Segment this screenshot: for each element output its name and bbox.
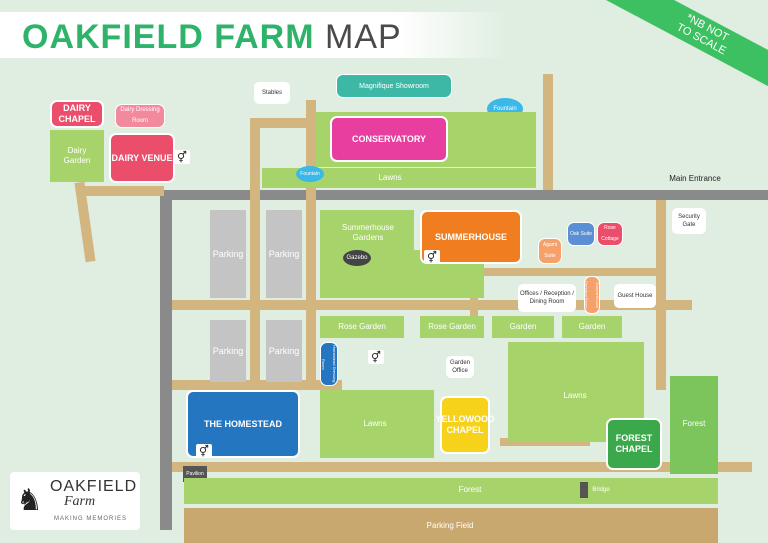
dairy-dressing-room[interactable]: Dairy Dressing Room	[115, 104, 165, 128]
forest-chapel[interactable]: FOREST CHAPEL	[606, 418, 662, 470]
garden-2	[562, 316, 622, 338]
restroom-icon: ⚥	[174, 150, 190, 164]
stables[interactable]: Stables	[254, 82, 290, 104]
lawns-right-label: Lawns	[563, 391, 587, 400]
rose-cottage[interactable]: Rose Cottage	[597, 222, 623, 246]
parking-field	[184, 508, 718, 543]
agami-suite[interactable]: Agami Suite	[538, 238, 562, 264]
bridge-label: Bridge	[592, 487, 610, 493]
rose-garden-2-label: Rose Garden	[428, 322, 476, 331]
forest-bottom-label: Forest	[458, 485, 482, 494]
yellowwood-chapel[interactable]: YELLOWOOD CHAPEL	[436, 396, 495, 454]
magnifique-showroom[interactable]: Magnifique Showroom	[336, 74, 452, 98]
guest-house[interactable]: Guest House	[614, 284, 656, 308]
parking-lot-4: Parking	[266, 320, 302, 382]
rose-garden-1-label: Rose Garden	[338, 322, 386, 331]
logo: ♞ OAKFIELD Farm MAKING MEMORIES	[10, 472, 140, 530]
parking-lot-3: Parking	[210, 320, 246, 382]
garden-office[interactable]: Garden Office	[446, 356, 474, 378]
forest-right-label: Forest	[682, 419, 706, 428]
garden-1-label: Garden	[509, 322, 537, 331]
lawns-top-area	[262, 168, 536, 188]
oak-suite[interactable]: Oak Suite	[567, 222, 595, 246]
the-homestead[interactable]: THE HOMESTEAD	[186, 390, 300, 458]
road-v2	[306, 100, 316, 390]
dairy-garden-area	[50, 130, 104, 182]
lawns-mid-label: Lawns	[363, 419, 387, 428]
logo-script: Farm	[64, 494, 96, 509]
lawns-top-label: Lawns	[378, 173, 402, 182]
rose-garden-2	[420, 316, 484, 338]
fountain-icon: Fountain	[296, 166, 324, 182]
homestead-dressing-room[interactable]: Homestead Dressing Room	[320, 342, 338, 386]
parking-lot-1: Parking	[210, 210, 246, 298]
logo-name: OAKFIELD	[50, 478, 138, 495]
bridge-marker	[580, 482, 588, 498]
restroom-icon: ⚥	[424, 250, 440, 264]
lawns-mid-area	[320, 390, 434, 458]
conservatory[interactable]: CONSERVATORY	[330, 116, 448, 162]
road-yellowwood	[500, 438, 590, 446]
road-dairy-h	[80, 186, 164, 196]
gazebo[interactable]: Gazebo	[343, 250, 371, 266]
logo-tagline: MAKING MEMORIES	[54, 516, 128, 522]
restroom-icon: ⚥	[368, 350, 384, 364]
offices-reception[interactable]: Offices / Reception / Dining Room	[518, 284, 576, 312]
main-road	[160, 190, 768, 200]
summerhouse-dressing-room[interactable]: Summerhouse Dressing Room	[584, 276, 600, 314]
garden-1	[492, 316, 554, 338]
dairy-venue[interactable]: DAIRY VENUE	[109, 133, 175, 183]
restroom-icon: ⚥	[196, 444, 212, 458]
road-bottom-h	[172, 462, 752, 472]
parking-field-label: Parking Field	[426, 521, 474, 530]
rose-garden-1	[320, 316, 404, 338]
page-title: OAKFIELD FARM MAP	[22, 18, 402, 56]
road-mid-h2	[172, 380, 342, 390]
main-entrance-label: Main Entrance	[669, 174, 721, 183]
main-road-vertical	[160, 190, 172, 530]
road-left-v	[250, 118, 260, 383]
road-right-v	[543, 74, 553, 190]
road-mid-h1	[172, 300, 692, 310]
dairy-garden-label: Dairy Garden	[63, 146, 91, 165]
forest-bottom-area	[184, 478, 718, 504]
rooster-icon: ♞	[16, 484, 43, 517]
security-gate[interactable]: Security Gate	[672, 208, 706, 234]
road-right-h	[480, 268, 660, 276]
summerhouse-gardens-label: Summerhouse Gardens	[341, 223, 395, 242]
forest-right-area	[670, 376, 718, 474]
parking-lot-2: Parking	[266, 210, 302, 298]
dairy-chapel[interactable]: DAIRY CHAPEL	[50, 100, 104, 128]
title-band	[0, 12, 510, 58]
road-right-v2	[656, 200, 666, 390]
garden-2-label: Garden	[578, 322, 606, 331]
